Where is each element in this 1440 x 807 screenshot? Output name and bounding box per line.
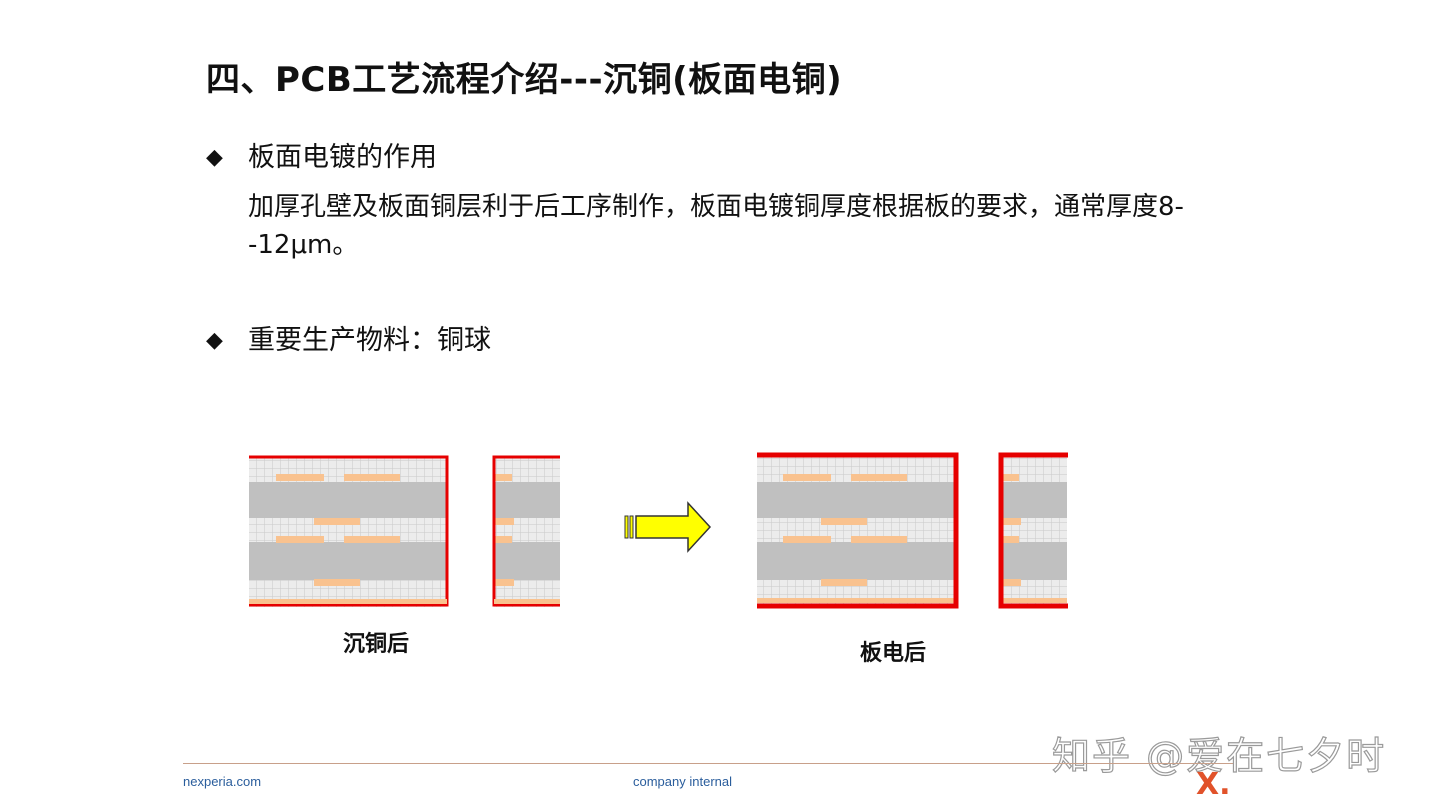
caption-after-plating: 板电后 — [860, 641, 927, 666]
bullet-text: 重要生产物料：铜球 — [248, 325, 491, 356]
bullet-item-1: ◆ 板面电镀的作用 — [206, 141, 806, 177]
slide-title: 四、PCB工艺流程介绍---沉铜(板面电铜) — [206, 60, 843, 100]
pcb-cross-section-before — [249, 455, 560, 607]
footer-website: nexperia.com — [183, 774, 262, 789]
body-paragraph: 加厚孔壁及板面铜层利于后工序制作，板面电镀铜厚度根据板的要求，通常厚度8--12… — [248, 192, 1184, 260]
pcb-block-right-plated — [998, 452, 1068, 609]
pcb-block-right — [492, 455, 560, 607]
process-arrow-icon — [624, 501, 712, 553]
footer-classification: company internal — [633, 774, 732, 789]
watermark-text: 知乎 @爱在七夕时 — [1051, 733, 1387, 778]
diamond-bullet-icon: ◆ — [206, 145, 223, 170]
bullet-item-2: ◆ 重要生产物料：铜球 — [206, 324, 806, 360]
bullet-heading: 板面电镀的作用 — [248, 142, 437, 173]
diamond-bullet-icon: ◆ — [206, 328, 223, 353]
pcb-block-left-plated — [757, 452, 959, 609]
caption-before-plating: 沉铜后 — [343, 632, 410, 657]
nexperia-logo-icon: X. — [1196, 767, 1231, 802]
pcb-block-left — [249, 455, 449, 607]
footer-divider — [183, 763, 1233, 764]
pcb-cross-section-after — [757, 452, 1068, 609]
